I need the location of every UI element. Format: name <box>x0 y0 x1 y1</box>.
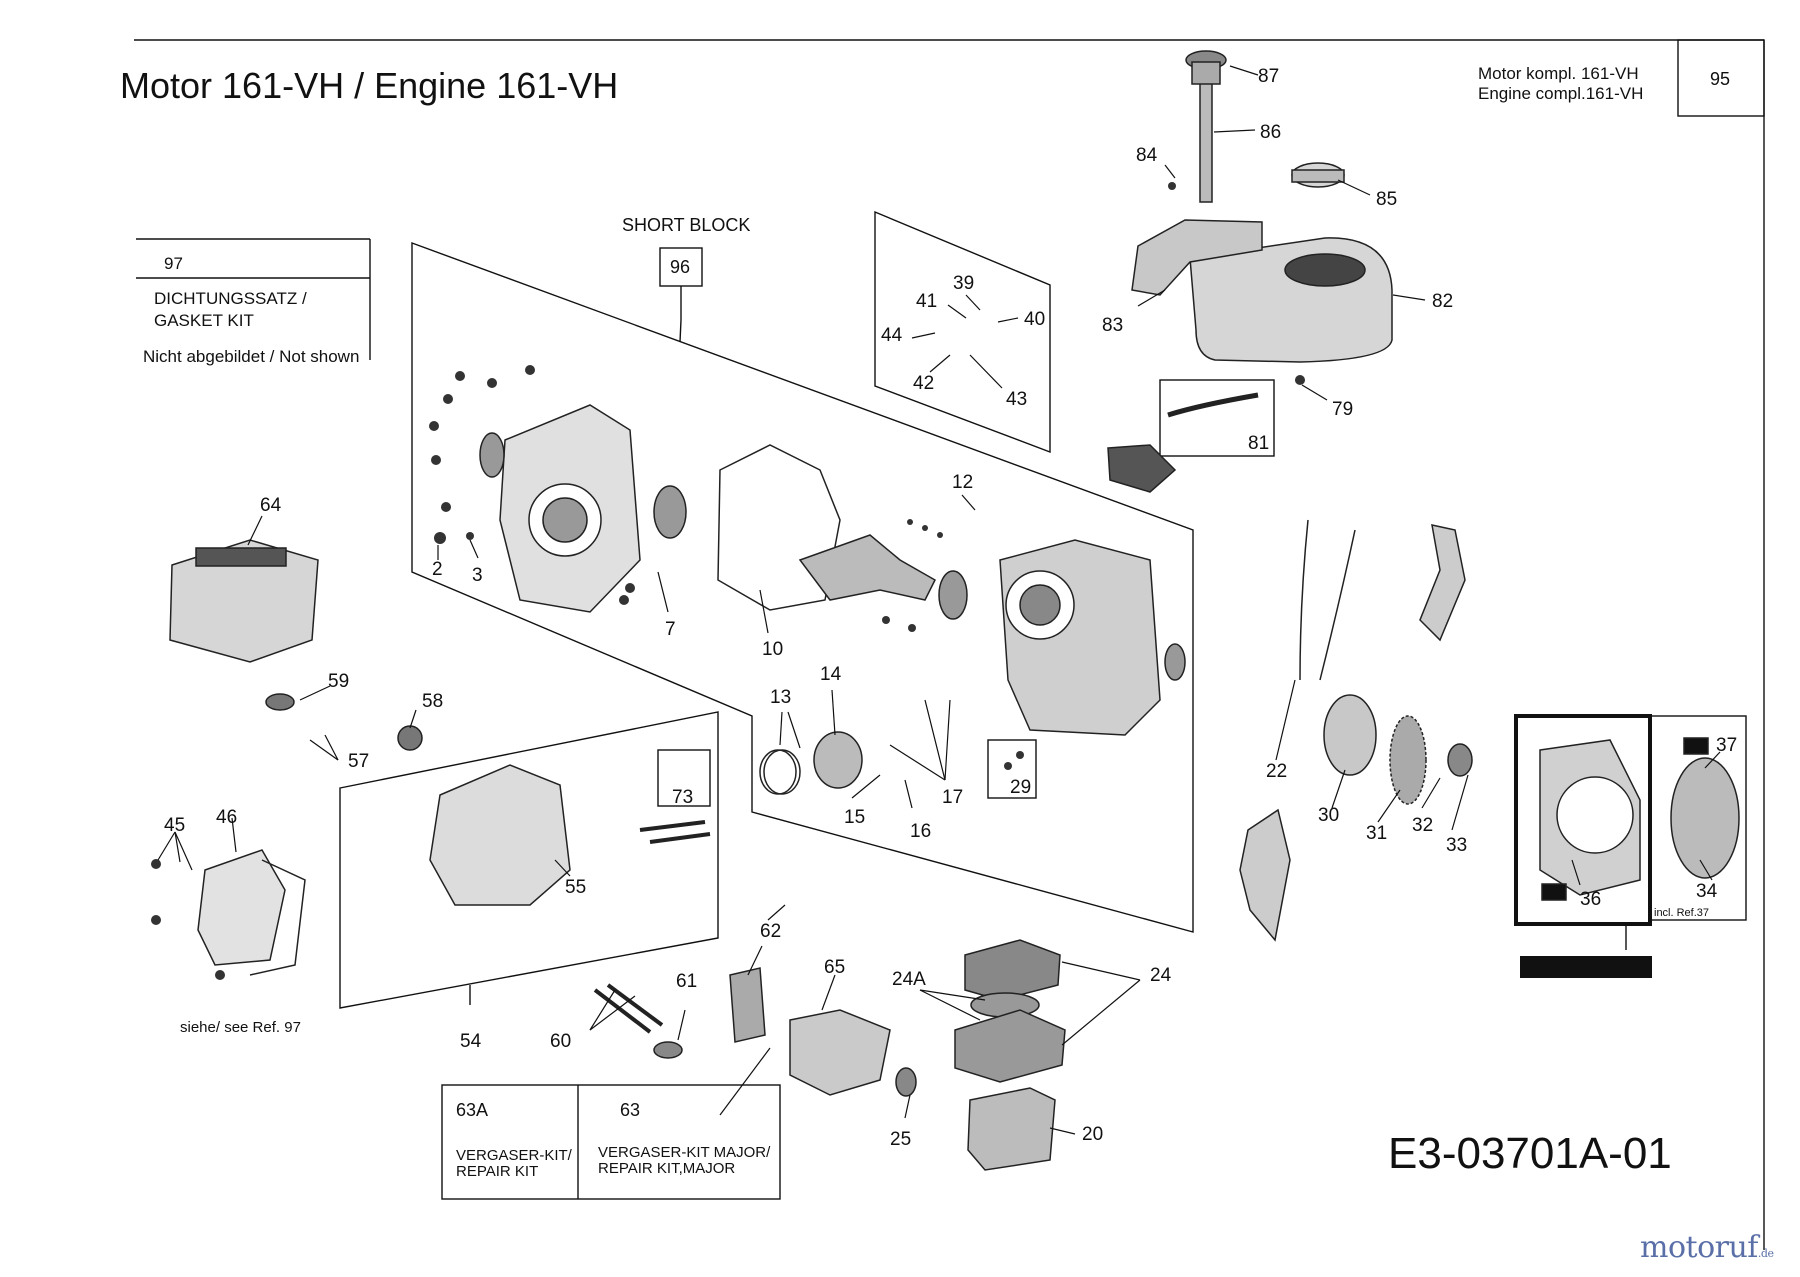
callout-60: 60 <box>550 1031 572 1052</box>
incl-ref-note: incl. Ref.37 <box>1654 907 1710 919</box>
callout-30: 30 <box>1318 805 1340 826</box>
callout-86: 86 <box>1260 122 1282 143</box>
starter-sub-frame <box>1649 715 1747 921</box>
ref-81-box <box>1159 379 1275 457</box>
callout-73: 73 <box>672 787 694 808</box>
callout-16: 16 <box>910 821 932 842</box>
gasket-kit-note: Nicht abgebildet / Not shown <box>143 347 360 366</box>
assembly-header: Motor kompl. 161-VH Engine compl.161-VH <box>1478 64 1643 104</box>
callout-33: 33 <box>1446 835 1468 856</box>
callout-13: 13 <box>770 687 792 708</box>
callout-79: 79 <box>1332 399 1354 420</box>
kit-left-text: VERGASER-KIT/ REPAIR KIT <box>456 1147 572 1180</box>
callout-15: 15 <box>844 807 866 828</box>
callout-57: 57 <box>348 751 370 772</box>
throttle-wire-group-frame <box>874 210 1051 454</box>
leader-lines <box>157 65 1721 1135</box>
ref-73-box <box>657 749 711 807</box>
callout-10: 10 <box>762 639 784 660</box>
callout-81: 81 <box>1248 433 1270 454</box>
callout-3: 3 <box>472 565 483 586</box>
callout-41: 41 <box>916 291 938 312</box>
assembly-header-line2: Engine compl.161-VH <box>1478 84 1644 103</box>
cylinder-head-group-frame <box>339 711 719 1009</box>
callout-25: 25 <box>890 1129 912 1150</box>
callout-20: 20 <box>1082 1124 1104 1145</box>
callout-85: 85 <box>1376 189 1398 210</box>
kit-right-text: VERGASER-KIT MAJOR/ REPAIR KIT,MAJOR <box>598 1144 771 1177</box>
callout-43: 43 <box>1006 389 1028 410</box>
callout-39: 39 <box>953 273 975 294</box>
callout-84: 84 <box>1136 145 1158 166</box>
callout-64: 64 <box>260 495 282 516</box>
callout-59: 59 <box>328 671 350 692</box>
kit-right-ref: 63 <box>620 1100 641 1120</box>
page-title: Motor 161-VH / Engine 161-VH <box>120 65 619 106</box>
callout-55: 55 <box>565 877 587 898</box>
short-block-ref: 96 <box>670 257 691 277</box>
callout-62: 62 <box>760 921 782 942</box>
callout-7: 7 <box>665 619 676 640</box>
callout-17: 17 <box>942 787 964 808</box>
callout-54: 54 <box>460 1031 482 1052</box>
short-block-frame <box>411 241 1194 933</box>
callout-12: 12 <box>952 472 974 493</box>
callout-34: 34 <box>1696 881 1718 902</box>
gasket-kit-line2: GASKET KIT <box>154 311 254 330</box>
kit-left-ref: 63A <box>456 1100 489 1120</box>
callout-45: 45 <box>164 815 186 836</box>
logo-main: motoruf <box>1640 1230 1758 1265</box>
callout-24: 24 <box>1150 965 1172 986</box>
callout-32: 32 <box>1412 815 1434 836</box>
see-ref-note: siehe/ see Ref. 97 <box>180 1019 301 1036</box>
short-block-label: SHORT BLOCK <box>622 215 751 235</box>
cylinder-head-icon <box>429 764 571 906</box>
callout-40: 40 <box>1024 309 1046 330</box>
kit-box-frame <box>441 1084 781 1200</box>
callout-42: 42 <box>913 373 935 394</box>
carburetor-icon <box>789 1009 891 1096</box>
cylinder-block-icon <box>999 539 1161 736</box>
callout-82: 82 <box>1432 291 1454 312</box>
callout-58: 58 <box>422 691 444 712</box>
callout-87: 87 <box>1258 66 1280 87</box>
callout-65: 65 <box>824 957 846 978</box>
crankshaft-icon <box>798 534 936 601</box>
air-filter-icon <box>964 939 1061 1001</box>
motoruf-logo[interactable]: motoruf.de <box>1640 1230 1774 1265</box>
callout-14: 14 <box>820 664 842 685</box>
callout-83: 83 <box>1102 315 1124 336</box>
callout-37: 37 <box>1716 735 1738 756</box>
callout-22: 22 <box>1266 761 1288 782</box>
gasket-kit-line1: DICHTUNGSSATZ / <box>154 289 307 308</box>
callout-46: 46 <box>216 807 238 828</box>
callout-36: 36 <box>1580 889 1602 910</box>
callout-44: 44 <box>881 325 903 346</box>
callout-29: 29 <box>1010 777 1032 798</box>
ref-29-box <box>987 739 1037 799</box>
assembly-header-line1: Motor kompl. 161-VH <box>1478 64 1639 83</box>
callout-61: 61 <box>676 971 698 992</box>
page-number-box <box>1677 39 1765 117</box>
document-id: E3-03701A-01 <box>1388 1129 1672 1178</box>
page-number: 95 <box>1709 69 1731 89</box>
callout-2: 2 <box>432 559 443 580</box>
gasket-kit-ref: 97 <box>164 254 183 273</box>
callout-31: 31 <box>1366 823 1388 844</box>
logo-suffix: .de <box>1757 1247 1774 1260</box>
callout-24a: 24A <box>892 969 926 990</box>
